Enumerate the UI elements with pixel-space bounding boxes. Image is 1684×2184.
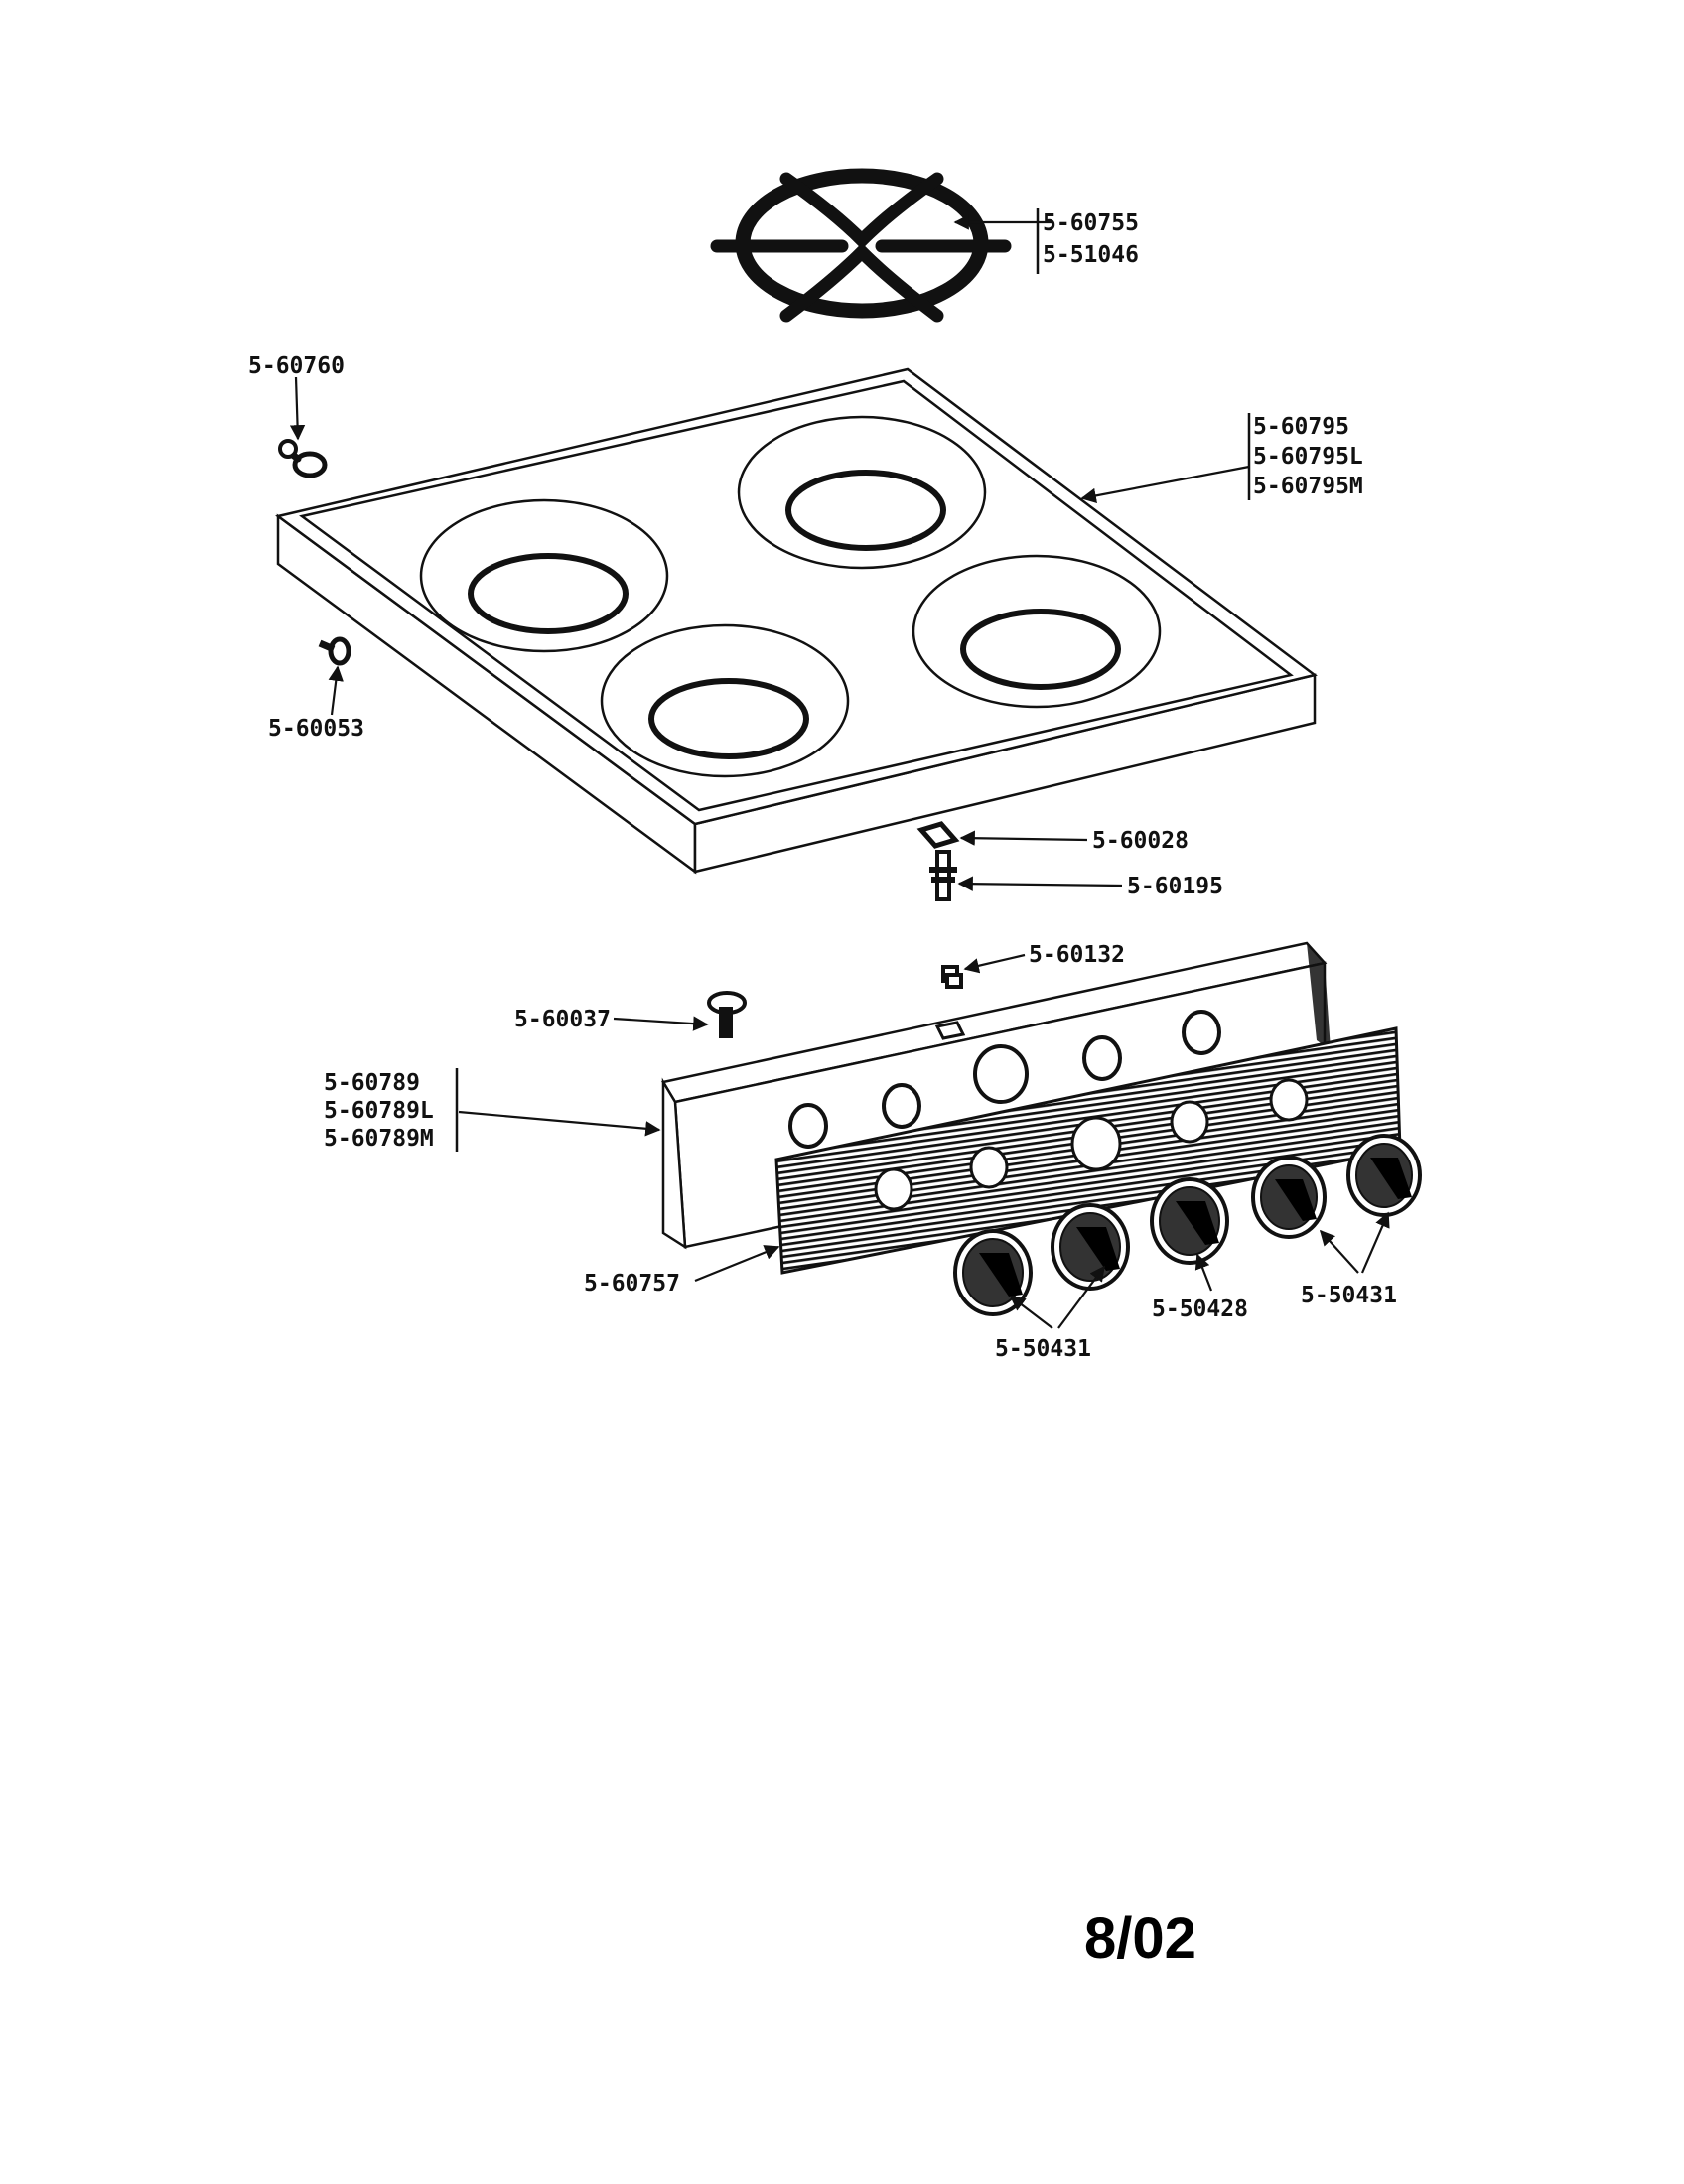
label-panel-b: 5-60789L	[324, 1098, 434, 1124]
screw-panel	[707, 991, 747, 1038]
burner-grate	[710, 168, 1012, 323]
bolt-part	[929, 850, 957, 901]
label-knob-right: 5-50431	[1301, 1283, 1397, 1308]
panel-holes	[788, 1010, 1221, 1149]
knob-4	[1251, 1156, 1327, 1239]
screw-left-side	[318, 636, 351, 666]
label-cooktop-c: 5-60795M	[1253, 474, 1363, 499]
label-grate-b: 5-51046	[1043, 242, 1139, 268]
label-clip: 5-60028	[1092, 828, 1189, 854]
trim-holes	[874, 1078, 1309, 1211]
clip-part	[916, 821, 960, 849]
label-screw-panel: 5-60037	[514, 1007, 611, 1032]
label-bolt: 5-60195	[1127, 874, 1223, 899]
knob-1	[953, 1229, 1033, 1316]
label-grate-a: 5-60755	[1043, 210, 1139, 236]
diagram-date: 8/02	[1084, 1906, 1196, 1971]
label-panel-c: 5-60789M	[324, 1126, 434, 1152]
small-clip-part	[941, 965, 963, 989]
label-cooktop-a: 5-60795	[1253, 414, 1349, 440]
burner-well-front-left	[600, 623, 850, 778]
knob-5	[1346, 1134, 1422, 1217]
label-screw-top-left: 5-60760	[248, 353, 345, 379]
knob-3	[1150, 1177, 1229, 1265]
burner-well-back-left	[419, 498, 669, 653]
cooktop	[275, 367, 1318, 875]
label-small-clip: 5-60132	[1029, 942, 1125, 968]
burner-well-front-right	[912, 554, 1162, 709]
label-panel-a: 5-60789	[324, 1070, 420, 1096]
label-knob-center: 5-50428	[1152, 1297, 1248, 1322]
label-cooktop-b: 5-60795L	[1253, 444, 1363, 470]
burner-well-back-right	[737, 415, 987, 570]
screw-top-left	[278, 439, 328, 478]
knob-2	[1051, 1203, 1130, 1291]
label-trim: 5-60757	[584, 1271, 680, 1297]
label-screw-left-side: 5-60053	[268, 716, 364, 742]
label-knob-left: 5-50431	[995, 1336, 1091, 1362]
